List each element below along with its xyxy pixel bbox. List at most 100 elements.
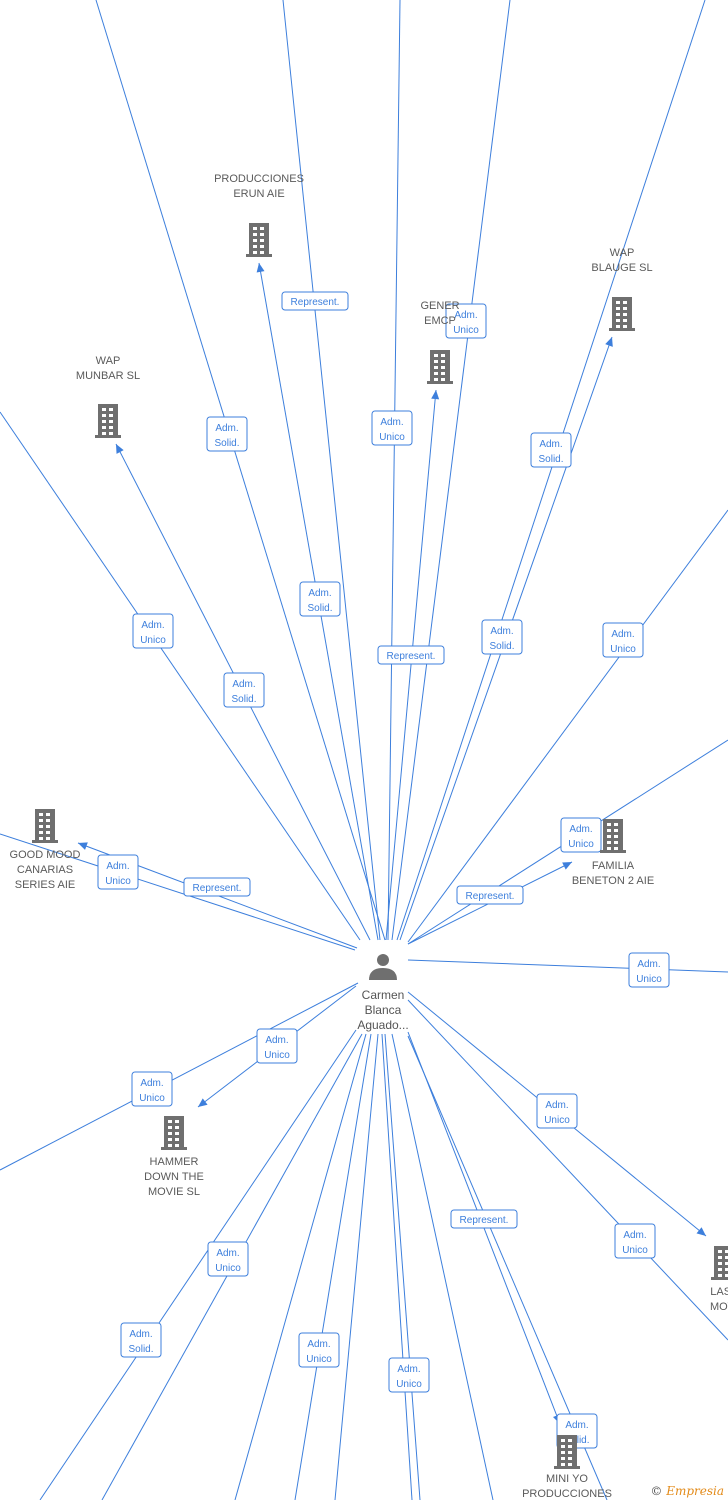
relationship-edge [385,389,437,941]
role-label-text: Adm. [380,417,403,428]
company-node-lastmovie[interactable]: LASTMOVI [710,1246,728,1313]
role-label-text: Adm. [140,1078,163,1089]
role-label-text: Unico [610,644,636,655]
company-name-text: MUNBAR SL [76,370,140,382]
role-label[interactable]: Adm.Solid. [120,1322,162,1358]
relationship-edge [95,0,386,941]
role-label[interactable]: Represent. [377,645,445,665]
role-label-text: Solid. [231,694,256,705]
arrowhead-icon [256,263,265,273]
arrowhead-icon [198,1098,208,1107]
building-icon [32,809,58,843]
copyright: © Empresia [650,1484,724,1498]
role-label-text: Unico [306,1354,332,1365]
role-label-text: Unico [379,432,405,443]
relationship-edge [384,1033,421,1500]
role-label[interactable]: Adm.Unico [207,1241,249,1277]
role-label[interactable]: Adm. Solid. [481,619,523,655]
company-name-text: PRODUCCIONES [214,173,304,185]
role-label-text: Unico [396,1379,422,1390]
relationship-edge [294,1033,372,1500]
brand-logo-text[interactable]: Empresia [666,1484,724,1498]
role-label-text: Adm. [106,861,129,872]
role-label-text: Solid. [128,1344,153,1355]
role-label[interactable]: Adm.Unico [536,1093,578,1129]
person-name-text: Blanca [365,1003,402,1017]
role-label[interactable]: Represent. [450,1209,518,1229]
company-name-text: FAMILIA [592,860,635,872]
role-label-text: Adm. [539,439,562,450]
edge-labels: Represent.Adm.UnicoAdm.Solid.Adm.UnicoAd… [97,291,670,1449]
role-label-text: Unico [453,325,479,336]
role-label[interactable]: Adm.Solid. [206,416,248,452]
relationship-edge [407,509,728,943]
relationship-edge [234,1033,367,1500]
role-label[interactable]: Adm.Solid. [223,672,265,708]
role-label-text: Adm. [490,626,513,637]
copyright-symbol: © [650,1484,663,1498]
arrowhead-icon [696,1227,706,1236]
building-icon [246,223,272,257]
company-name-text: GENER [420,300,459,312]
role-label-text: Unico [544,1115,570,1126]
role-label[interactable]: Adm. Unico [298,1332,340,1368]
role-label[interactable]: Adm. Solid. [530,432,572,468]
role-label-text: Represent. [291,297,340,308]
role-label-text: Solid. [307,603,332,614]
company-node-produccioneserun[interactable]: PRODUCCIONES ERUN AIE [214,173,304,257]
role-label-text: Adm. [307,1339,330,1350]
role-label-text: Unico [105,876,131,887]
role-label[interactable]: Adm. Unico [131,1071,173,1107]
role-label[interactable]: Represent. [281,291,349,311]
relationship-edge [407,959,728,973]
company-name-text: GOOD MOOD [10,849,81,861]
role-label[interactable]: Adm.Unico [614,1223,656,1259]
relationship-edge [334,1033,379,1500]
relationship-edge [0,411,361,941]
center-person-node[interactable]: CarmenBlancaAguado... [357,954,409,1032]
role-label-text: Adm. [454,310,477,321]
role-label-text: Unico [139,1093,165,1104]
role-label[interactable]: Adm.Unico [560,817,602,853]
role-label[interactable]: Adm. Unico [371,410,413,446]
role-label[interactable]: Adm. Unico [628,952,670,988]
role-label[interactable]: Represent. [183,877,251,897]
company-name-text: PRODUCCIONES [522,1488,612,1500]
role-label-text: Solid. [489,641,514,652]
arrowhead-icon [605,337,613,347]
role-label-text: Unico [568,839,594,850]
role-label[interactable]: Represent. [456,885,524,905]
role-label[interactable]: Adm. Unico [388,1357,430,1393]
arrowhead-icon [431,390,440,400]
building-icon [161,1116,187,1150]
company-name-text: ERUN AIE [233,188,284,200]
role-label[interactable]: Adm. Unico [445,303,487,339]
company-name-text: LAST [710,1286,728,1298]
role-label-text: Solid. [538,454,563,465]
role-label[interactable]: Adm. Unico [97,854,139,890]
arrowhead-icon [116,444,124,454]
role-label-text: Adm. [216,1248,239,1259]
person-name-text: Carmen [362,988,405,1002]
role-label[interactable]: Adm.Solid. [299,581,341,617]
role-label-text: Adm. [397,1364,420,1375]
relationship-edge [282,0,381,941]
role-label[interactable]: Adm.Unico [132,613,174,649]
role-label[interactable]: Adm.Unico [602,622,644,658]
role-label[interactable]: Adm.Unico [256,1028,298,1064]
relationship-edge [407,999,728,1341]
role-label-text: Adm. [637,959,660,970]
role-label-text: Represent. [460,1215,509,1226]
person-name-text: Aguado... [357,1018,408,1032]
role-label-text: Unico [636,974,662,985]
